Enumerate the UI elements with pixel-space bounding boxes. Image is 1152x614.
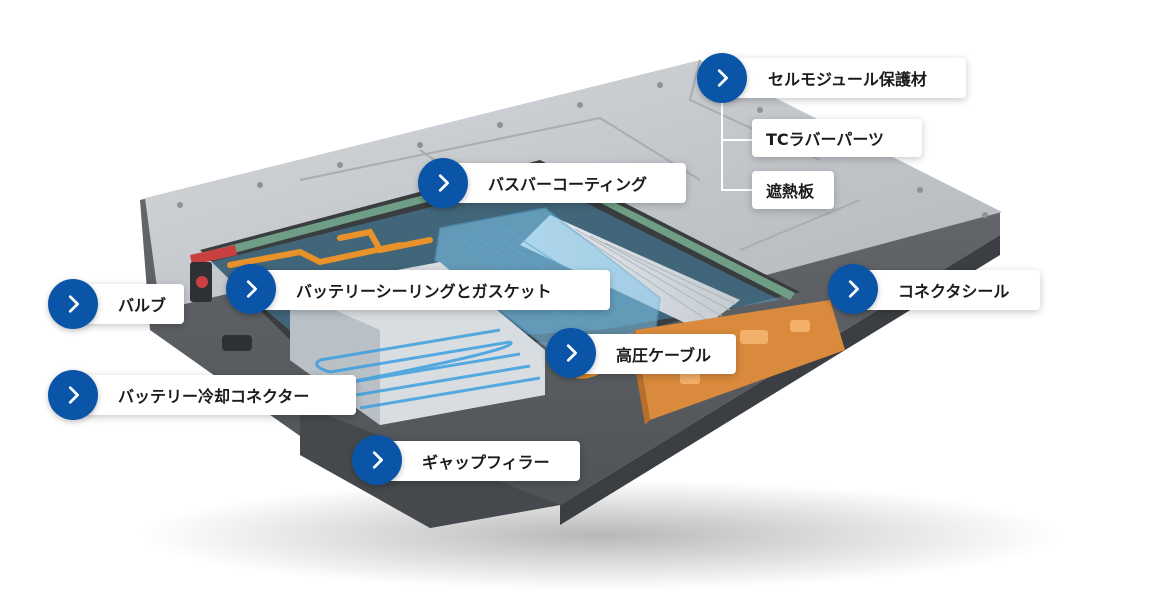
chevron-right-icon bbox=[717, 69, 728, 87]
hotspot-battery-cooling-connector[interactable] bbox=[48, 370, 98, 420]
label-hv-cable[interactable]: 高圧ケーブル bbox=[578, 334, 736, 374]
chevron-right-icon bbox=[566, 344, 577, 362]
chevron-right-icon bbox=[848, 280, 859, 298]
hotspot-connector-seal[interactable] bbox=[828, 264, 878, 314]
chevron-right-icon bbox=[246, 280, 257, 298]
sub-item-connector-lines bbox=[721, 100, 752, 191]
label-battery-cooling-connector[interactable]: バッテリー冷却コネクター bbox=[80, 375, 356, 415]
label-heat-shield[interactable]: 遮熱板 bbox=[752, 171, 834, 209]
hotspot-busbar-coating[interactable] bbox=[418, 158, 468, 208]
label-busbar-coating[interactable]: バスバーコーティング bbox=[450, 163, 686, 203]
chevron-right-icon bbox=[68, 386, 79, 404]
label-tc-rubber-parts[interactable]: TCラバーパーツ bbox=[752, 119, 922, 157]
chevron-right-icon bbox=[372, 451, 383, 469]
chevron-right-icon bbox=[68, 295, 79, 313]
cooling-plate bbox=[315, 328, 541, 410]
label-gap-filler[interactable]: ギャップフィラー bbox=[384, 441, 580, 481]
hotspot-valve[interactable] bbox=[48, 279, 98, 329]
hotspot-battery-sealing-gasket[interactable] bbox=[226, 264, 276, 314]
hotspot-gap-filler[interactable] bbox=[352, 435, 402, 485]
label-connector-seal[interactable]: コネクタシール bbox=[860, 270, 1040, 310]
label-cell-module-protection[interactable]: セルモジュール保護材 bbox=[730, 58, 966, 98]
chevron-right-icon bbox=[438, 174, 449, 192]
hotspot-hv-cable[interactable] bbox=[546, 328, 596, 378]
hotspot-cell-module-protection[interactable] bbox=[697, 53, 747, 103]
label-battery-sealing-gasket[interactable]: バッテリーシーリングとガスケット bbox=[258, 270, 610, 310]
